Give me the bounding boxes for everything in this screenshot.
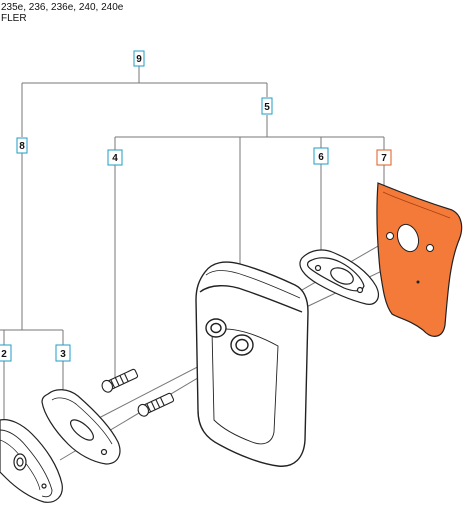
callout-8-label: 8 xyxy=(19,141,25,152)
callout-9[interactable]: 9 xyxy=(133,50,145,67)
model-line: 235e, 236, 236e, 240, 240e xyxy=(1,2,124,13)
diagram-subtitle: FLER xyxy=(1,13,27,24)
callout-5-label: 5 xyxy=(264,102,270,113)
callout-6-label: 6 xyxy=(318,152,324,163)
callout-4[interactable]: 4 xyxy=(107,149,123,166)
screws-part-4[interactable] xyxy=(100,367,175,418)
gasket-part-7[interactable] xyxy=(376,182,463,337)
callout-2-label: 2 xyxy=(1,349,7,360)
callout-2[interactable]: 2 xyxy=(0,344,12,362)
callout-3[interactable]: 3 xyxy=(55,344,71,362)
plate-part-3[interactable] xyxy=(41,389,121,465)
callout-3-label: 3 xyxy=(60,349,66,360)
screen-part-2[interactable] xyxy=(0,419,63,503)
muffler-part-5[interactable] xyxy=(195,261,309,467)
callout-8[interactable]: 8 xyxy=(16,137,28,154)
callout-9-label: 9 xyxy=(136,54,142,65)
gasket-part-6[interactable] xyxy=(299,249,379,305)
callout-6[interactable]: 6 xyxy=(313,147,329,165)
callout-5[interactable]: 5 xyxy=(261,97,273,115)
callout-7-label: 7 xyxy=(381,153,387,164)
callout-7[interactable]: 7 xyxy=(376,149,392,166)
callout-4-label: 4 xyxy=(112,153,118,164)
